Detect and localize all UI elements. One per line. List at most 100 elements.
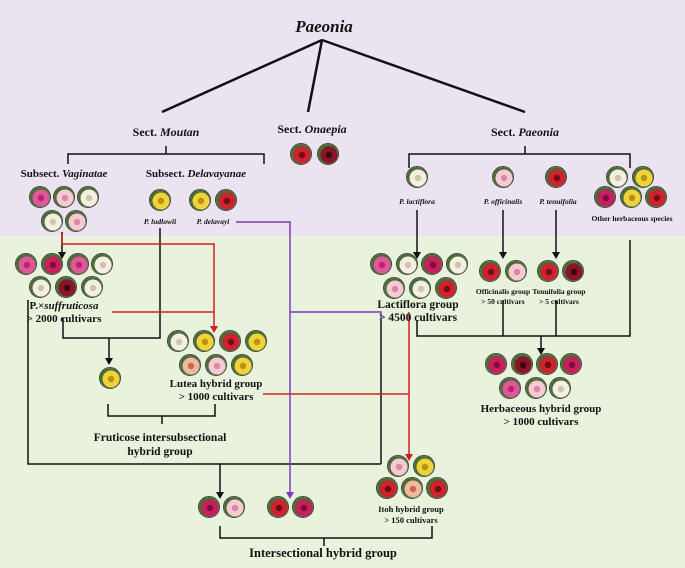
flower-photo (435, 277, 457, 299)
group-name: suffruticosa (44, 300, 99, 312)
flower-photo (292, 496, 314, 518)
species-delavayi: P. delavayi (196, 217, 230, 226)
sect-prefix: Sect. (277, 122, 302, 136)
flower-photo (632, 166, 654, 188)
group-itoh-label: Itoh hybrid group (378, 504, 444, 514)
root-title: Paeonia (295, 17, 353, 36)
flower-photo (525, 377, 547, 399)
flower-photo (99, 367, 121, 389)
flower-photo (29, 186, 51, 208)
arrow-red-lutea (210, 326, 218, 333)
flower-photo (505, 260, 527, 282)
flower-photo (401, 477, 423, 499)
group-lactiflora-count: > 4500 cultivars (378, 312, 458, 324)
arrow-intersectional (216, 492, 224, 499)
group-suffruticosa-label: P.×suffruticosa (30, 300, 99, 312)
group-herbaceous-label: Herbaceous hybrid group (480, 403, 602, 415)
cultivar-groups-band (0, 236, 685, 568)
sect-onaepia-label: Sect. Onaepia (277, 122, 347, 136)
flower-photo (41, 253, 63, 275)
group-intersectional-label: Intersectional hybrid group (249, 546, 397, 560)
arrow-herbaceous (537, 348, 545, 355)
flower-photo (413, 455, 435, 477)
flower-photo (620, 186, 642, 208)
sect-name: Onaepia (304, 122, 347, 136)
arrow-officinalis (499, 252, 507, 259)
flower-photo (549, 377, 571, 399)
group-itoh-count: > 150 cultivars (384, 515, 438, 525)
flower-photo (193, 330, 215, 352)
group-tenuifolia-label: Tenuifolia group (532, 287, 586, 296)
flower-photo (219, 330, 241, 352)
flower-photo (223, 496, 245, 518)
subsect-prefix: Subsect. (20, 168, 60, 180)
flower-photo (198, 496, 220, 518)
arrow-lactiflora (413, 252, 421, 259)
flower-photo (29, 276, 51, 298)
flower-photo (479, 260, 501, 282)
flower-photo (511, 353, 533, 375)
sect-name: Moutan (159, 125, 200, 139)
flower-photo (421, 253, 443, 275)
flower-photo (41, 210, 63, 232)
group-lutea-count: > 1000 cultivars (178, 391, 254, 403)
moutan-bracket (67, 146, 265, 164)
group-tenuifolia-count: > 5 cultivars (539, 297, 579, 306)
root-branch-paeonia (321, 38, 526, 114)
flower-photo (317, 143, 339, 165)
flower-photo (446, 253, 468, 275)
flower-photo (215, 189, 237, 211)
purple-lactiflora-to-intersectional (290, 311, 382, 320)
sect-paeonia-label: Sect. Paeonia (491, 125, 559, 139)
flower-photo (67, 253, 89, 275)
subsect-prefix: Subsect. (145, 168, 185, 180)
flower-photo (560, 353, 582, 375)
intersectional-bracket (219, 526, 433, 546)
flower-photo (189, 189, 211, 211)
flower-photo (65, 210, 87, 232)
suffruticosa-ludlowii-merge (62, 228, 161, 360)
flower-photo (545, 166, 567, 188)
root-branch-moutan (161, 38, 323, 114)
herbaceous-merge (416, 240, 631, 350)
group-lactiflora-label: Lactiflora group (377, 299, 459, 311)
arrow-purple-intersectional (286, 492, 294, 499)
flower-photo (15, 253, 37, 275)
sect-prefix: Sect. (491, 125, 516, 139)
flower-photo (77, 186, 99, 208)
subsect-delavayanae-label: Subsect. Delavayanae (146, 168, 246, 180)
suffruticosa-to-intersectional (27, 300, 221, 494)
group-suffruticosa-count: > 2000 cultivars (26, 313, 102, 325)
flower-photo (406, 166, 428, 188)
subsect-name: Vaginatae (62, 168, 108, 180)
species-tenuifolia: P. tenuifolia (539, 197, 577, 206)
group-name-prefix: P.× (29, 300, 45, 312)
flower-photo (594, 186, 616, 208)
fruticose-bracket (107, 404, 216, 424)
group-fruticose-line1: Fruticose intersubsectional (93, 432, 227, 444)
paeonia-bracket (408, 146, 631, 168)
flower-photo (383, 277, 405, 299)
group-officinalis-count: > 50 cultivars (481, 297, 525, 306)
flower-photo (205, 354, 227, 376)
flower-photo (376, 477, 398, 499)
flower-photo (606, 166, 628, 188)
species-other-herbaceous: Other herbaceous species (591, 214, 673, 223)
group-herbaceous-count: > 1000 cultivars (503, 416, 579, 428)
flower-photo (149, 189, 171, 211)
flower-photo (290, 143, 312, 165)
flower-photo (499, 377, 521, 399)
flower-photo (562, 260, 584, 282)
flower-photo (536, 353, 558, 375)
subsect-vaginatae-label: Subsect. Vaginatae (21, 168, 108, 180)
group-lutea-label: Lutea hybrid group (169, 378, 263, 390)
flower-photo (492, 166, 514, 188)
flower-photo (231, 354, 253, 376)
flower-photo (179, 354, 201, 376)
sect-prefix: Sect. (132, 125, 157, 139)
flower-photo (81, 276, 103, 298)
flower-photo (426, 477, 448, 499)
flower-photo (645, 186, 667, 208)
flower-photo (485, 353, 507, 375)
